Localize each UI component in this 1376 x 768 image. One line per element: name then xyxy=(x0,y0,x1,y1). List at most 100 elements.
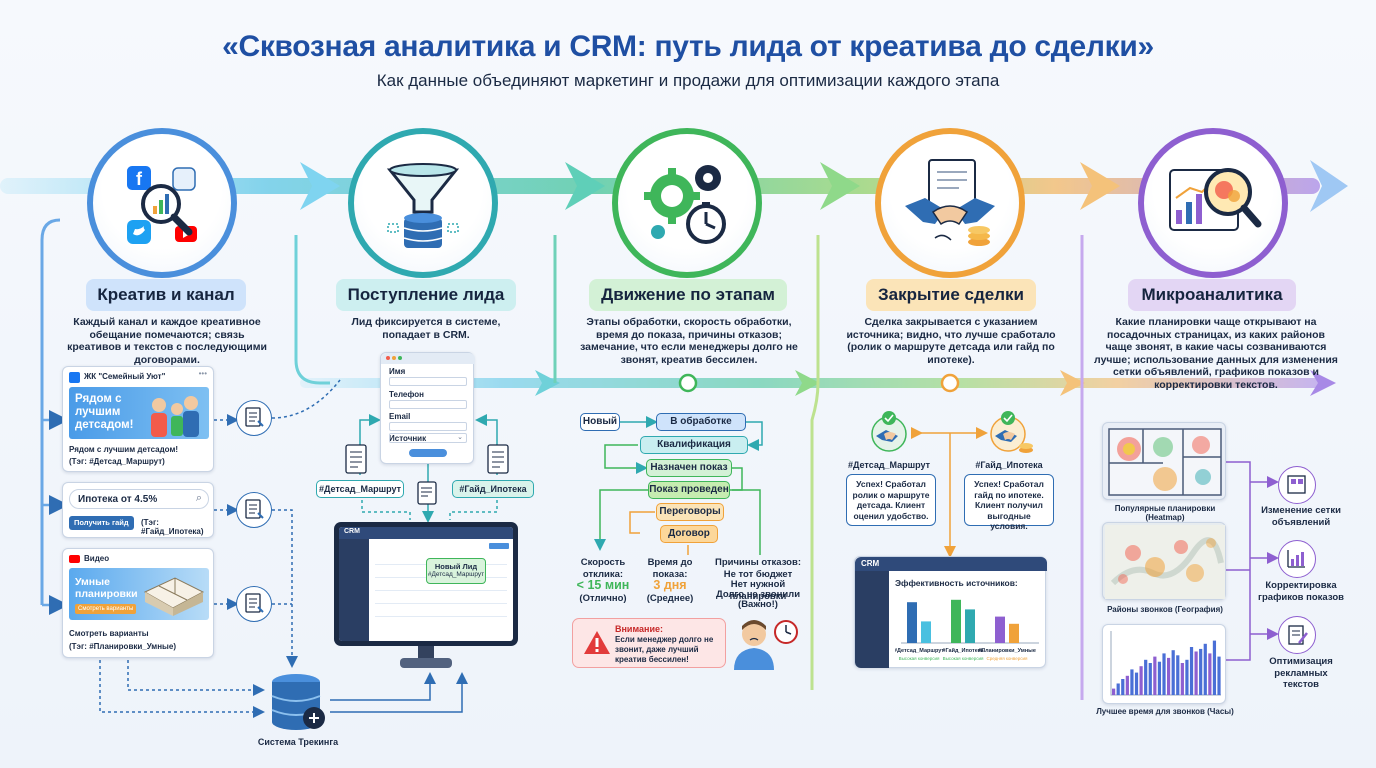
hours-bar xyxy=(1121,679,1125,695)
form-source-select[interactable]: ⌄ xyxy=(389,433,467,443)
warning-icon xyxy=(584,631,610,654)
pipeline-new[interactable]: Новый xyxy=(580,413,620,431)
geo-caption: Районы звонков (География) xyxy=(1107,605,1223,614)
hours-bar xyxy=(1199,648,1203,695)
stage-desc-lead: Лид фиксируется в системе, попадает в CR… xyxy=(351,316,501,341)
new-lead-popup[interactable]: Новый Лид #Детсад_Маршрут xyxy=(426,558,486,584)
hours-caption: Лучшее время для звонков (Часы) xyxy=(1096,707,1234,716)
hours-bar xyxy=(1162,653,1166,695)
new-lead-title: Новый Лид xyxy=(434,562,478,571)
stage-line-1 xyxy=(40,218,61,605)
form-source-label: Источник xyxy=(389,434,427,443)
heatmap-panel xyxy=(1102,422,1226,500)
pipeline-step-3[interactable]: Назначен показ xyxy=(646,459,732,477)
stage-label-creative: Креатив и канал xyxy=(86,279,246,311)
hours-bar xyxy=(1125,675,1129,695)
stage-circle-closing xyxy=(875,128,1025,278)
reason-2: Нет нужной планировки xyxy=(729,579,787,602)
chevron-2 xyxy=(565,162,605,210)
action-grid: Изменение сетки объявлений xyxy=(1261,505,1341,528)
monitor-stand xyxy=(400,658,452,668)
ad1-banner: Рядом с лучшим детсадом! xyxy=(69,387,209,439)
table-row[interactable] xyxy=(375,581,507,591)
district-map-heatmap xyxy=(1105,525,1225,599)
chevron-5 xyxy=(1310,160,1348,212)
tag-document-icon-1 xyxy=(236,400,272,436)
hours-bar xyxy=(1157,661,1162,695)
metric-response-value: < 15 мин xyxy=(576,578,630,592)
reason-4: (Важно!) xyxy=(738,599,778,610)
efficiency-bar xyxy=(907,602,917,643)
view-options-button[interactable]: Смотреть варианты xyxy=(75,604,137,614)
pipeline-step-6[interactable]: Договор xyxy=(660,525,718,543)
form-phone-input[interactable] xyxy=(389,400,467,409)
efficiency-chart-title: Эффективность источников: xyxy=(895,578,1018,588)
ad-card-video[interactable]: Видео Умные планировки Смотреть варианты… xyxy=(62,548,214,658)
warning-box: Внимание: Если менеджер долго не звонит,… xyxy=(572,618,726,668)
heatmap-caption: Популярные планировки (Heatmap) xyxy=(1114,504,1216,522)
efficiency-bar xyxy=(951,599,961,643)
pipeline-step-1[interactable]: В обработке xyxy=(656,413,746,431)
doc-icon-right xyxy=(487,444,509,474)
hours-bar xyxy=(1189,647,1194,695)
stage-circle-pipeline xyxy=(612,128,762,278)
more-icon[interactable]: ••• xyxy=(198,369,207,378)
form-name-input[interactable] xyxy=(389,377,467,386)
ad1-caption: Рядом с лучшим детсадом! xyxy=(69,445,179,454)
ad-card-social[interactable]: ЖК "Семейный Уют" ••• Рядом с лучшим дет… xyxy=(62,366,214,472)
search-icon: ⌕ xyxy=(195,492,202,504)
chevron-9 xyxy=(1310,370,1336,396)
warning-title: Внимание: xyxy=(615,624,663,634)
metric-response-note: (Отлично) xyxy=(579,593,627,604)
search-box[interactable]: Ипотека от 4.5% ⌕ xyxy=(69,489,209,509)
hours-bar xyxy=(1171,650,1175,695)
handshake-contract-icon xyxy=(905,159,995,246)
efficiency-category-label: #Планировки_Умные xyxy=(978,648,1036,654)
stage-label-micro: Микроаналитика xyxy=(1128,279,1296,311)
closing-note-2: Успех! Сработал гайд по ипотеке. Клиент … xyxy=(964,474,1054,531)
youtube-icon xyxy=(69,555,80,563)
get-guide-button[interactable]: Получить гайд xyxy=(69,516,134,530)
hours-bar xyxy=(1116,683,1120,695)
hours-bar xyxy=(1167,657,1171,695)
ad3-banner-text: Умные планировки xyxy=(75,576,138,600)
geo-panel xyxy=(1102,522,1226,600)
new-lead-tag: #Детсад_Маршрут xyxy=(427,571,485,578)
chevron-down-icon: ⌄ xyxy=(457,434,463,441)
crm-sidebar xyxy=(339,539,369,641)
hours-bar xyxy=(1217,656,1221,695)
ad-card-search[interactable]: Ипотека от 4.5% ⌕ Получить гайд (Тэг: #Г… xyxy=(62,482,214,538)
funnel-database-icon xyxy=(386,163,460,248)
reason-1: Не тот бюджет xyxy=(723,569,793,580)
stage-label-closing: Закрытие сделки xyxy=(866,279,1036,311)
lead-tag-1: #Детсад_Маршрут xyxy=(316,480,404,498)
floorplan-3d-icon xyxy=(143,577,205,616)
pipeline-step-5[interactable]: Переговоры xyxy=(656,503,724,521)
lead-form[interactable]: Имя Телефон Email Источник ⌄ xyxy=(380,352,475,464)
crm-logo: CRM xyxy=(344,528,360,535)
lead-tag-2: #Гайд_Ипотека xyxy=(452,480,534,498)
form-email-input[interactable] xyxy=(389,422,467,431)
efficiency-category-label: #Детсад_Маршрут xyxy=(895,648,944,654)
svg-text:f: f xyxy=(136,169,143,189)
crm-action-button[interactable] xyxy=(489,543,509,549)
table-row[interactable] xyxy=(375,594,507,604)
ad2-tag: (Тэг: #Гайд_Ипотека) xyxy=(141,518,204,536)
efficiency-bar xyxy=(965,609,975,643)
crm-efficiency-logo: CRM xyxy=(861,559,880,568)
closing-tag-2: #Гайд_Ипотека xyxy=(975,460,1043,470)
table-row[interactable] xyxy=(375,607,507,617)
pipeline-step-2[interactable]: Квалификация xyxy=(640,436,748,454)
grid-change-icon xyxy=(1278,466,1316,504)
form-submit-button[interactable] xyxy=(409,449,447,457)
node-dot-2 xyxy=(940,373,960,393)
chevron-3 xyxy=(820,162,860,210)
stage-desc-pipeline: Этапы обработки, скорость обработки, вре… xyxy=(580,316,798,366)
chevron-1 xyxy=(300,162,340,210)
hours-bar xyxy=(1185,659,1189,695)
stage-desc-closing: Сделка закрывается с указанием источника… xyxy=(846,316,1056,366)
pipeline-step-4[interactable]: Показ проведен xyxy=(648,481,730,499)
ad3-caption: Смотреть варианты xyxy=(69,629,149,638)
ad1-tag: (Тэг: #Детсад_Маршрут) xyxy=(69,457,165,466)
